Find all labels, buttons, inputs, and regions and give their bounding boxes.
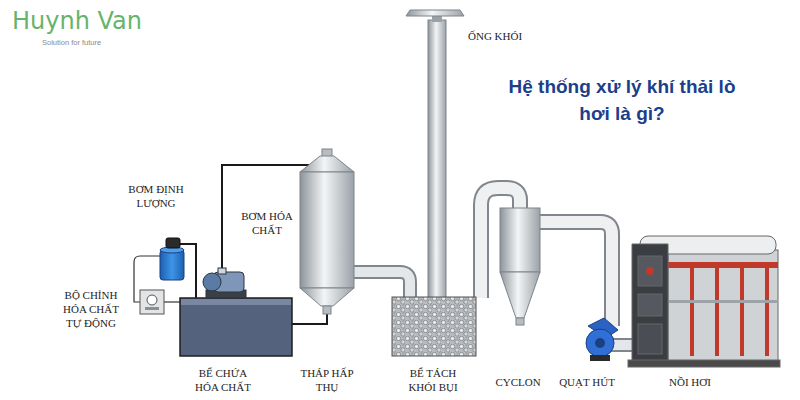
- auto-controller: [140, 290, 164, 314]
- boiler: [638, 294, 662, 316]
- pipe: [540, 222, 612, 326]
- suction-fan: [586, 329, 614, 357]
- boiler: [632, 244, 668, 362]
- dust-separator: [392, 297, 476, 356]
- part-label: NỒI HƠI: [655, 376, 725, 390]
- logo-text: Huynh Van: [12, 8, 142, 34]
- boiler: [668, 250, 778, 362]
- absorption-tower: [323, 306, 331, 314]
- auto-controller: [147, 295, 157, 305]
- absorption-tower: [300, 288, 354, 306]
- boiler: [668, 300, 778, 303]
- chemical-pump: [218, 268, 226, 274]
- boiler: [668, 262, 778, 268]
- control-wire: [164, 301, 180, 302]
- logo-slogan: Solution for future: [42, 39, 101, 47]
- suction-fan: [590, 355, 610, 361]
- cyclone: [500, 208, 540, 272]
- boiler: [638, 324, 662, 354]
- chemical-line: [222, 165, 309, 272]
- dosing-pump: [160, 250, 184, 280]
- chimney: [406, 10, 464, 16]
- part-label: BỂ TÁCH KHÓI BỤI: [402, 367, 464, 395]
- suction-fan: [595, 338, 605, 348]
- chemical-line: [292, 314, 327, 324]
- part-label: BƠM HÓA CHẤT: [236, 210, 298, 238]
- part-label: QUẠT HÚT: [552, 376, 622, 390]
- chimney: [406, 10, 464, 300]
- chimney: [432, 16, 442, 22]
- boiler: [646, 267, 654, 275]
- part-label: THÁP HẤP THỤ: [299, 367, 355, 395]
- chemical-tank: [180, 298, 292, 356]
- pipe: [540, 222, 612, 326]
- absorption-tower: [300, 156, 354, 172]
- chemical-pump: [203, 268, 246, 298]
- cyclone: [500, 272, 540, 318]
- pipe: [352, 272, 410, 298]
- boiler: [690, 268, 694, 356]
- dosing-pump: [166, 238, 180, 248]
- dust-separator: [392, 297, 476, 356]
- boiler: [638, 256, 662, 286]
- chemical-tank: [180, 298, 292, 356]
- part-label: BỘ CHỈNH HÓA CHẤT TỰ ĐỘNG: [58, 289, 124, 330]
- part-label: CYCLON: [488, 376, 548, 390]
- cyclone: [516, 318, 524, 325]
- pipe: [352, 272, 410, 298]
- part-label: ỐNG KHÓI: [468, 30, 522, 44]
- dosing-pump: [160, 238, 184, 280]
- suction-fan: [586, 318, 618, 361]
- boiler: [628, 236, 780, 367]
- absorption-tower: [300, 149, 354, 314]
- boiler: [628, 360, 780, 367]
- chimney: [428, 20, 446, 300]
- part-label: BỂ CHỨA HÓA CHẤT: [191, 367, 255, 395]
- absorption-tower: [300, 172, 354, 288]
- auto-controller: [145, 307, 159, 310]
- boiler: [765, 268, 769, 356]
- cyclone: [500, 208, 540, 325]
- boiler: [715, 268, 719, 356]
- chemical-tank: [181, 299, 291, 305]
- chemical-pump: [203, 273, 221, 291]
- boiler: [740, 268, 744, 356]
- page-title: Hệ thống xử lý khí thải lò hơi là gì?: [498, 74, 746, 127]
- part-label: BƠM ĐỊNH LƯỢNG: [124, 183, 188, 211]
- auto-controller: [140, 290, 164, 314]
